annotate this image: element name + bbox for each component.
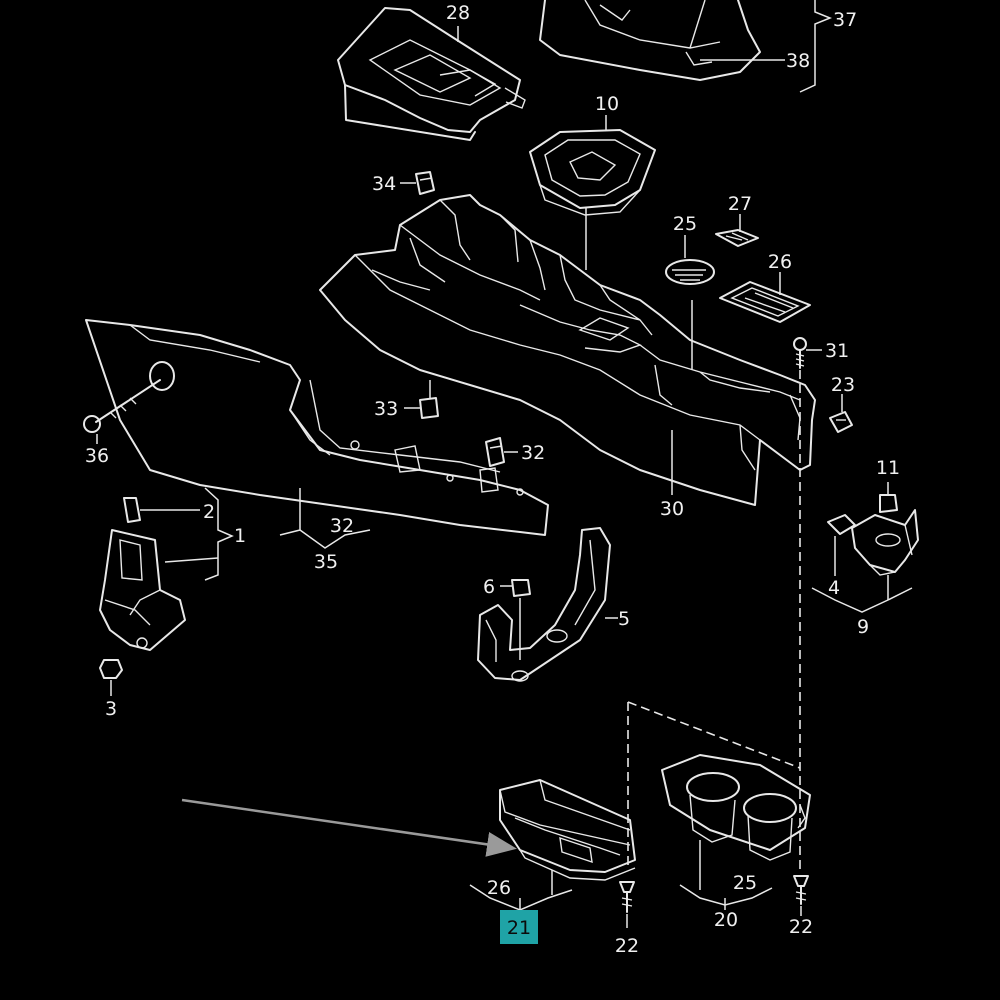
- pointer-arrow: [181, 798, 517, 857]
- callout-3[interactable]: 3: [105, 698, 117, 720]
- part-10-shift-boot: [529, 129, 656, 216]
- part-6-nut: [511, 579, 531, 597]
- callout-36[interactable]: 36: [85, 445, 109, 467]
- callout-27[interactable]: 27: [728, 193, 752, 215]
- callout-37[interactable]: 37: [833, 9, 857, 31]
- part-36-screw: [83, 379, 161, 433]
- callout-10[interactable]: 10: [595, 93, 619, 115]
- callout-2[interactable]: 2: [203, 501, 215, 523]
- part-32-clip: [485, 437, 505, 467]
- callout-5[interactable]: 5: [618, 608, 630, 630]
- callout-20[interactable]: 20: [714, 909, 738, 931]
- part-34-clip: [415, 171, 435, 195]
- callout-28[interactable]: 28: [446, 2, 470, 24]
- callout-22-left[interactable]: 22: [615, 935, 639, 957]
- part-28-tray: [337, 7, 526, 141]
- callout-33[interactable]: 33: [374, 398, 398, 420]
- callout-6[interactable]: 6: [483, 576, 495, 598]
- part-31-screw: [793, 337, 807, 369]
- callout-11[interactable]: 11: [876, 457, 900, 479]
- callout-34[interactable]: 34: [372, 173, 396, 195]
- part-22-screw-right: [793, 875, 809, 905]
- part-37-console-cover: [539, 0, 761, 81]
- callout-1[interactable]: 1: [234, 525, 246, 547]
- part-23-clip: [829, 411, 853, 433]
- part-5-support: [477, 527, 611, 682]
- callout-26-top[interactable]: 26: [768, 251, 792, 273]
- callout-25-top[interactable]: 25: [673, 213, 697, 235]
- part-25-cap: [665, 259, 715, 285]
- callout-21[interactable]: 21: [507, 917, 531, 939]
- callout-9[interactable]: 9: [857, 616, 869, 638]
- callout-23[interactable]: 23: [831, 374, 855, 396]
- callout-4[interactable]: 4: [828, 577, 840, 599]
- part-26-mat: [719, 281, 811, 323]
- highlight-badge[interactable]: [500, 910, 538, 944]
- part-1-bracket: [99, 497, 186, 651]
- callout-22-right[interactable]: 22: [789, 916, 813, 938]
- part-27-clip: [715, 229, 759, 247]
- part-3-nut: [99, 659, 123, 679]
- callout-31[interactable]: 31: [825, 340, 849, 362]
- part-22-screw-left: [619, 881, 635, 913]
- callout-38[interactable]: 38: [786, 50, 810, 72]
- callout-30[interactable]: 30: [660, 498, 684, 520]
- part-35-side-trim: [85, 319, 549, 536]
- part-9-mechanism: [827, 494, 919, 576]
- callout-35[interactable]: 35: [314, 551, 338, 573]
- part-33-clip: [419, 397, 439, 419]
- callout-32-trim[interactable]: 32: [330, 515, 354, 537]
- part-20-cup-holder: [661, 754, 811, 861]
- callout-32-clip[interactable]: 32: [521, 442, 545, 464]
- part-30-center-console: [319, 194, 816, 506]
- part-21-storage-box: [499, 779, 636, 881]
- callout-26-box[interactable]: 26: [487, 877, 511, 899]
- callout-25-cup[interactable]: 25: [733, 872, 757, 894]
